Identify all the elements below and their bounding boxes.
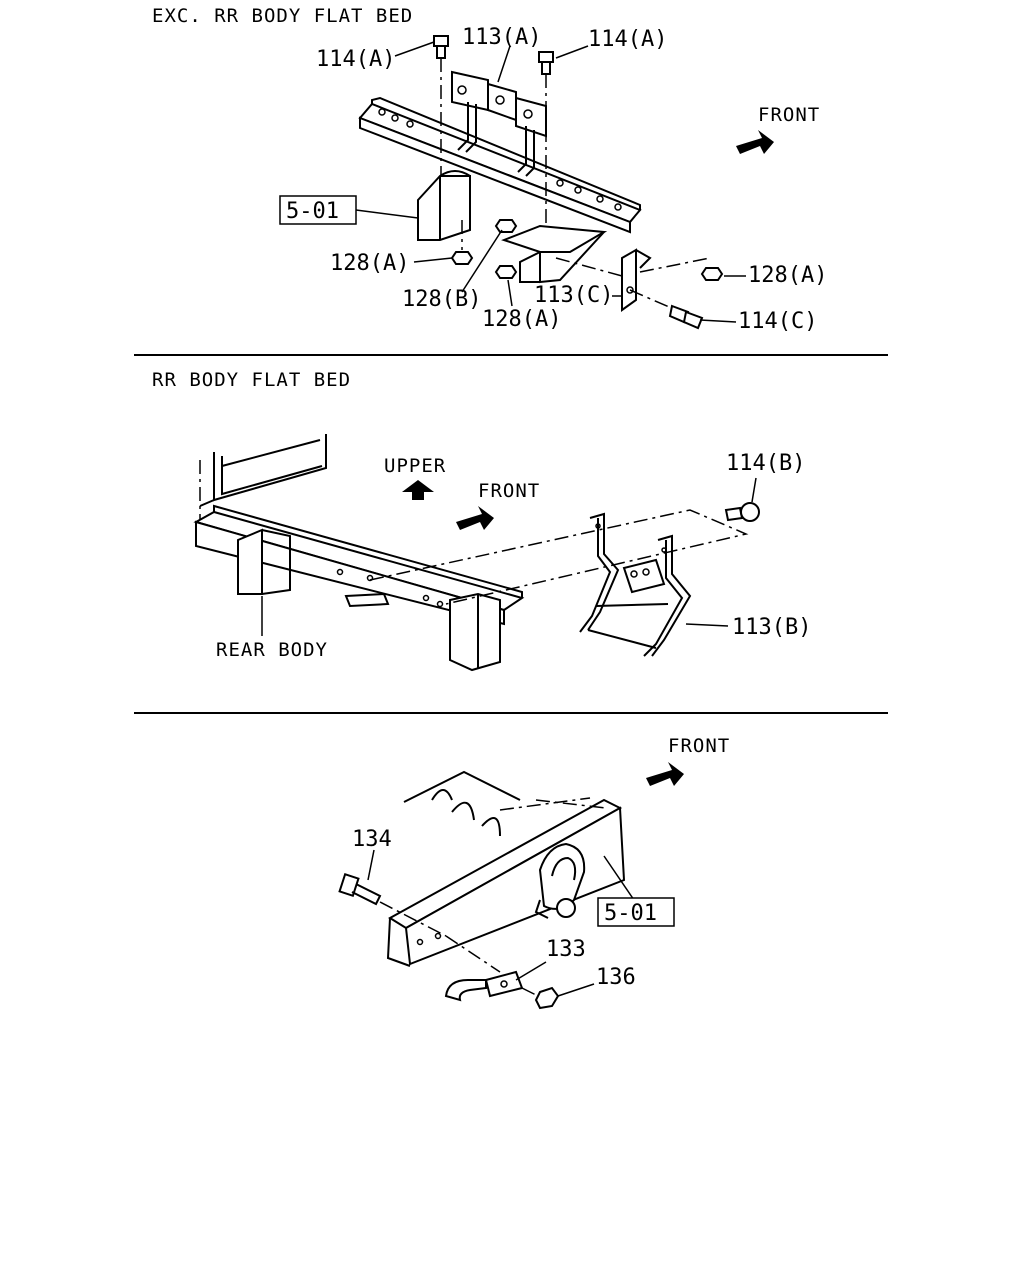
front-arrow-icon-3 bbox=[646, 762, 684, 786]
hanger-bracket-113a bbox=[451, 70, 547, 177]
label-114c: 114(C) bbox=[738, 309, 817, 334]
bolt-134 bbox=[338, 873, 447, 937]
nut-128a-mid bbox=[494, 265, 518, 279]
frame-rail bbox=[386, 770, 626, 967]
bolt-114b bbox=[724, 502, 760, 522]
label-114a-left: 114(A) bbox=[316, 47, 395, 72]
upper-arrow-icon bbox=[402, 480, 434, 500]
label-128a-right: 128(A) bbox=[748, 263, 827, 288]
label-134: 134 bbox=[352, 827, 392, 852]
section-exc-rr-body-flat-bed: EXC. RR BODY FLAT BED bbox=[152, 5, 827, 334]
front-label-3: FRONT bbox=[668, 735, 730, 757]
label-113a: 113(A) bbox=[462, 25, 541, 50]
upper-label: UPPER bbox=[384, 455, 446, 477]
label-5-01-top: 5-01 bbox=[286, 199, 339, 224]
label-128a-mid: 128(A) bbox=[482, 307, 561, 332]
mudflap-hanger-113b bbox=[579, 512, 692, 657]
bolt-114a-right bbox=[538, 51, 554, 236]
nut-128b bbox=[494, 219, 518, 233]
rear-rail-bracket bbox=[358, 96, 642, 234]
front-arrow-icon-2 bbox=[456, 506, 494, 530]
label-5-01-bottom: 5-01 bbox=[604, 901, 657, 926]
front-label-1: FRONT bbox=[758, 104, 820, 126]
nut-136 bbox=[521, 986, 560, 1010]
rear-body-panel bbox=[199, 434, 327, 520]
nut-128a-left bbox=[450, 251, 474, 265]
front-label-2: FRONT bbox=[478, 480, 540, 502]
label-128b: 128(B) bbox=[402, 287, 481, 312]
ref-box-5-01-bottom bbox=[597, 897, 675, 927]
frame-bracket-5-01 bbox=[417, 170, 471, 250]
bolt-114c bbox=[668, 304, 704, 330]
nut-128a-right bbox=[700, 267, 724, 281]
tow-bracket-5-01 bbox=[534, 842, 586, 919]
front-arrow-icon-1 bbox=[736, 130, 774, 154]
tow-hook-133 bbox=[444, 935, 524, 1002]
bracket-113c bbox=[501, 224, 711, 312]
label-113c: 113(C) bbox=[534, 283, 613, 308]
section-tow-hook: FRONT bbox=[338, 735, 730, 1010]
label-136: 136 bbox=[596, 965, 636, 990]
ref-box-5-01-top bbox=[279, 195, 357, 225]
label-114a-right: 114(A) bbox=[588, 27, 667, 52]
bolt-114a-left bbox=[433, 35, 449, 190]
label-128a-left: 128(A) bbox=[330, 251, 409, 276]
rear-frame-member bbox=[193, 504, 525, 672]
label-rear-body: REAR BODY bbox=[216, 639, 328, 661]
section-title-2: RR BODY FLAT BED bbox=[152, 369, 351, 391]
label-114b: 114(B) bbox=[726, 451, 805, 476]
section-rr-body-flat-bed: RR BODY FLAT BED bbox=[152, 369, 811, 672]
label-113b: 113(B) bbox=[732, 615, 811, 640]
section-title-1: EXC. RR BODY FLAT BED bbox=[152, 5, 413, 27]
label-133: 133 bbox=[546, 937, 586, 962]
